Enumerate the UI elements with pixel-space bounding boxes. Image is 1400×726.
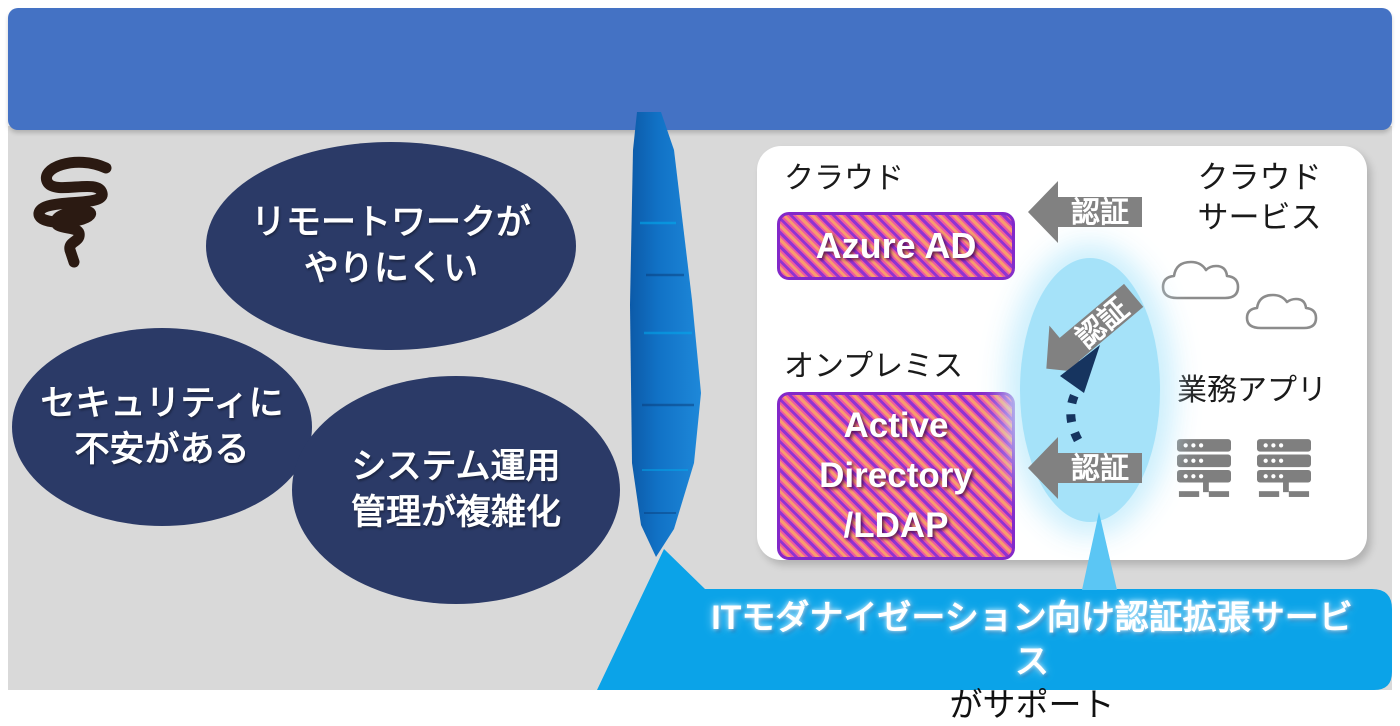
service-name-text: ITモダナイゼーション向け認証拡張サービス — [711, 599, 1353, 681]
support-callout-shape — [597, 512, 1392, 690]
auth-arrow-diagonal: 認証 — [1046, 283, 1144, 374]
server-rack-icon — [1257, 439, 1311, 497]
cloud-service-label: クラウド サービス — [1197, 160, 1322, 235]
auth-arrow-top: 認証 — [1028, 181, 1142, 243]
support-callout-text: ITモダナイゼーション向け認証拡張サービス がサポート — [700, 596, 1364, 726]
business-apps-label: 業務アプリ — [1177, 374, 1327, 407]
callout-spike — [1082, 512, 1117, 590]
auth-arrow-bottom-label: 認証 — [1071, 451, 1129, 485]
support-suffix-text: がサポート — [949, 686, 1115, 723]
reason-ellipse-operations: システム運用 管理が複雑化 — [292, 376, 620, 604]
tornado-scribble-icon — [33, 156, 112, 268]
transition-brush-shape — [630, 112, 701, 557]
active-directory-ldap-box: Active Directory /LDAP — [777, 392, 1015, 560]
top-banner — [8, 8, 1392, 130]
reason-ellipse-security: セキュリティに 不安がある — [12, 328, 312, 526]
reason-ellipse-remote-work: リモートワークが やりにくい — [206, 142, 576, 350]
onprem-label: オンプレミス — [784, 350, 964, 383]
auth-arrow-top-label: 認証 — [1071, 195, 1129, 229]
azure-ad-box: Azure AD — [777, 212, 1015, 280]
dashed-redirect-arrow-icon — [1060, 345, 1100, 443]
auth-arrow-bottom: 認証 — [1028, 437, 1142, 499]
server-rack-icon — [1177, 439, 1231, 497]
server-icons — [1177, 438, 1311, 500]
cloud-icon — [1161, 260, 1318, 330]
cloud-label: クラウド — [784, 162, 904, 195]
